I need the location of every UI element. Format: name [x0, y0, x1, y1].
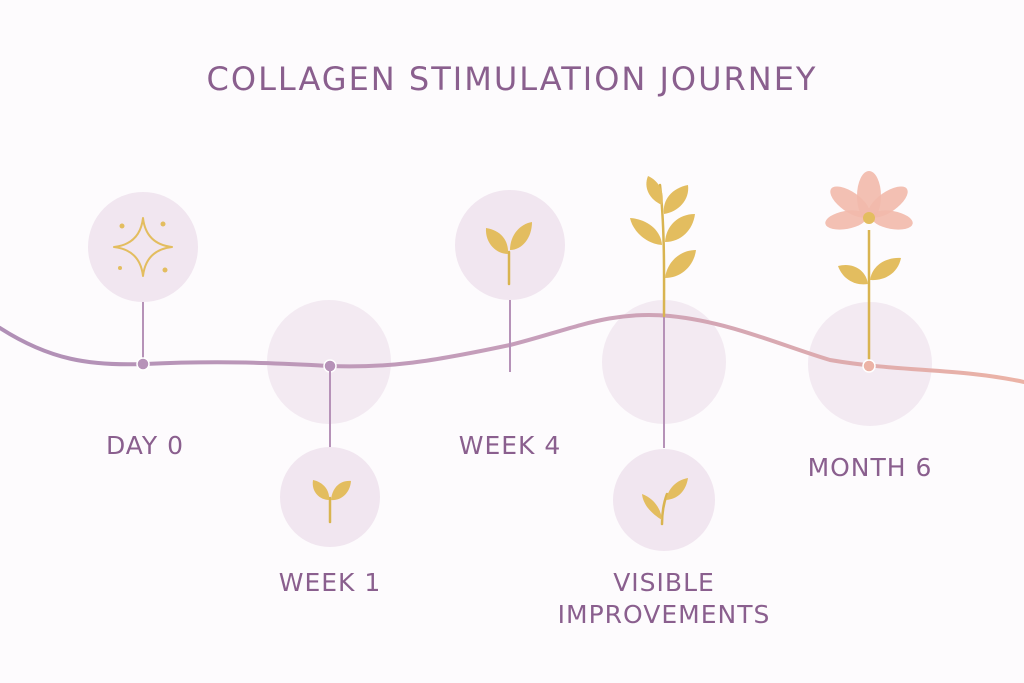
milestone-visible-improvements	[613, 176, 715, 551]
milestone-label-visible-improvements: VISIBLE IMPROVEMENTS	[557, 568, 771, 629]
day-0-marker	[136, 357, 150, 371]
milestone-week-4	[455, 190, 565, 372]
tall-sprout-icon	[630, 176, 696, 318]
sprout-icon	[312, 480, 351, 524]
page-title: COLLAGEN STIMULATION JOURNEY	[206, 60, 818, 98]
flower-icon	[825, 171, 913, 285]
milestone-label-month-6: MONTH 6	[807, 453, 933, 482]
milestone-month-6	[825, 171, 913, 373]
day-0-icon-circle	[88, 192, 198, 302]
sprout-icon	[485, 222, 532, 286]
week-4-icon-circle	[455, 190, 565, 300]
milestone-label-week-4: WEEK 4	[458, 431, 562, 460]
sparkle-icon	[113, 217, 173, 277]
milestone-label-day-0: DAY 0	[105, 431, 185, 460]
milestone-week-1	[280, 359, 380, 547]
milestone-day-0	[88, 192, 198, 371]
month-6-marker	[862, 359, 876, 373]
sprout-icon	[642, 478, 688, 526]
milestone-label-week-1: WEEK 1	[278, 568, 382, 597]
